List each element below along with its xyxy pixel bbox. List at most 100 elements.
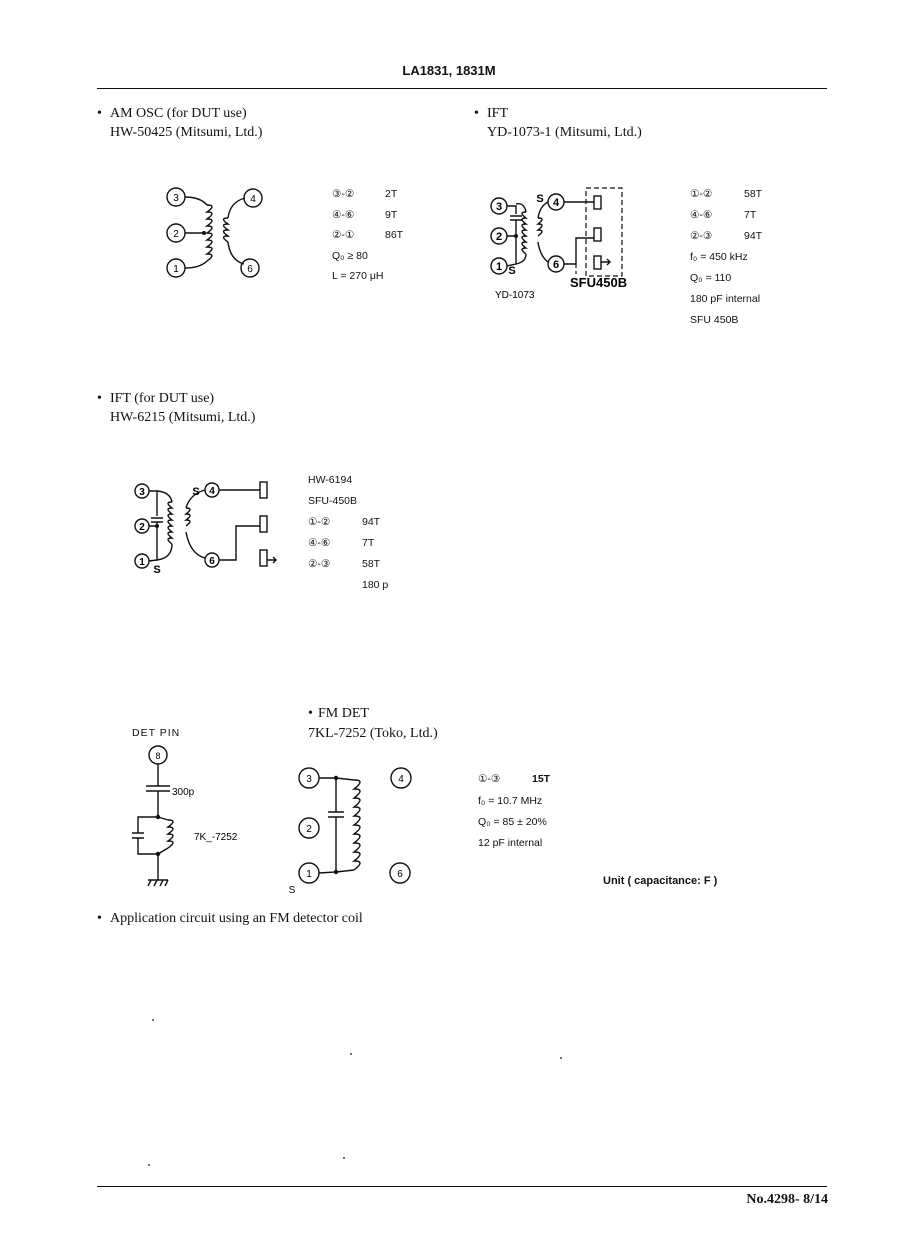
ift-coil-diagram: 3 2 1 4 6 S S SFU450B YD-1073 [490, 187, 627, 301]
det-pin-number: 8 [155, 751, 160, 761]
ift-cap: 180 pF internal [690, 293, 761, 305]
spec-val: 2T [385, 188, 398, 200]
ift-dut-line2: SFU-450B [308, 495, 358, 507]
fm-det-f0: f₀ = 10.7 MHz [478, 795, 543, 807]
ift-dut-pin-1: 1 [139, 557, 145, 568]
spec-val: 94T [744, 230, 763, 242]
spec-key: ①-② [690, 188, 713, 200]
ift-dut-pin-2: 2 [139, 522, 145, 533]
ift-s-label-top: S [536, 193, 543, 205]
application-text: Application circuit using an FM detector… [110, 911, 363, 926]
ift-dut-spec-1: ①-② 94T [308, 516, 380, 528]
fm-det-pin-3: 3 [306, 774, 312, 785]
footer-rule [97, 1186, 827, 1187]
ift-dut-s-label-top: S [192, 486, 199, 498]
ift-dut-model: HW-6215 (Mitsumi, Ltd.) [110, 410, 256, 425]
ift-dut-s-label-bottom: S [153, 564, 160, 576]
am-osc-pin-2: 2 [173, 229, 179, 240]
spec-key: ①-② [308, 516, 331, 528]
ift-q0: Q₀ = 110 [690, 272, 732, 284]
spec-val: 58T [362, 558, 381, 570]
ift-dut-cap: 180 p [362, 579, 389, 591]
ift-spec-3: ②-③ 94T [690, 230, 762, 242]
spec-val: 7T [362, 537, 375, 549]
ift-dut-pin-4: 4 [209, 486, 215, 497]
page-number: No.4298- 8/14 [746, 1192, 828, 1207]
am-osc-pin-3: 3 [173, 193, 179, 204]
spec-val: 94T [362, 516, 381, 528]
am-osc-pin-1: 1 [173, 264, 179, 275]
page-header-title: LA1831, 1831M [402, 63, 496, 78]
spec-key: ①-③ [478, 773, 501, 785]
am-osc-title: AM OSC (for DUT use) [110, 106, 247, 121]
ift-model: YD-1073-1 (Mitsumi, Ltd.) [487, 125, 642, 140]
scan-speck [152, 1019, 154, 1021]
am-osc-coil-diagram: 3 2 1 4 6 [166, 187, 263, 278]
ift-dut-spec-2: ④-⑥ 7T [308, 537, 374, 549]
fm-det-pin-1: 1 [306, 869, 312, 880]
fm-det-title: FM DET [318, 706, 369, 721]
am-osc-model: HW-50425 (Mitsumi, Ltd.) [110, 125, 263, 140]
spec-key: ②-① [332, 229, 355, 241]
ift-pin-1: 1 [496, 261, 502, 273]
header-rule [97, 88, 827, 89]
am-osc-bullet: • [97, 106, 102, 121]
fm-det-model: 7KL-7252 (Toko, Ltd.) [308, 726, 438, 741]
ift-f0: f₀ = 450 kHz [690, 251, 748, 263]
ift-filter: SFU 450B [690, 314, 739, 326]
scan-speck [343, 1157, 345, 1159]
ift-dut-spec-3: ②-③ 58T [308, 558, 380, 570]
spec-val: 86T [385, 229, 404, 241]
scan-speck [350, 1053, 352, 1055]
ift-dut-pin-6: 6 [209, 556, 215, 567]
ift-dut-coil-diagram: 3 2 1 4 6 S S [134, 481, 277, 576]
am-osc-spec-1: ③-② 2T [332, 188, 397, 200]
fm-det-s-label: S [289, 885, 296, 896]
spec-val: 9T [385, 209, 398, 221]
det-pin-label: DET PIN [132, 727, 181, 739]
fm-det-cap: 12 pF internal [478, 837, 543, 849]
scan-speck [560, 1057, 562, 1059]
am-osc-pin-4: 4 [250, 194, 256, 205]
am-osc-q: Q₀ ≥ 80 [332, 250, 368, 262]
fm-det-q0: Q₀ = 85 ± 20% [478, 816, 547, 828]
am-osc-pin-6: 6 [247, 264, 253, 275]
am-osc-pin-6-circle [240, 258, 260, 278]
spec-key: ③-② [332, 188, 355, 200]
scan-speck [148, 1164, 150, 1166]
fm-det-coil-diagram: 3 2 1 4 6 S [289, 767, 412, 896]
ift-spec-1: ①-② 58T [690, 188, 762, 200]
spec-key: ②-③ [308, 558, 331, 570]
spec-val: 7T [744, 209, 757, 221]
ift-dut-line1: HW-6194 [308, 474, 353, 486]
spec-key: ④-⑥ [332, 209, 355, 221]
spec-key: ②-③ [690, 230, 713, 242]
ift-filter-label: SFU450B [570, 275, 627, 290]
det-coil-label: 7K_-7252 [194, 832, 238, 843]
ift-bullet: • [474, 106, 479, 121]
ift-pin-6: 6 [553, 259, 559, 271]
fm-det-pin-2: 2 [306, 824, 312, 835]
spec-val: 58T [744, 188, 763, 200]
ift-dut-bullet: • [97, 391, 102, 406]
ift-dut-pin-3: 3 [139, 487, 145, 498]
fm-det-pin-4: 4 [398, 774, 404, 785]
det-circuit-diagram: 8 300p 7K_-7252 [132, 745, 238, 887]
ift-s-label-bottom: S [508, 265, 515, 277]
ift-pin-2: 2 [496, 231, 502, 243]
ift-title: IFT [487, 106, 508, 121]
ift-dut-title: IFT (for DUT use) [110, 391, 215, 406]
unit-note: Unit ( capacitance: F ) [603, 875, 718, 887]
am-osc-spec-2: ④-⑥ 9T [332, 209, 397, 221]
fm-det-spec-1: ①-③ 15T [478, 773, 550, 785]
ift-coil-label: YD-1073 [495, 290, 535, 301]
am-osc-l: L = 270 μH [332, 270, 384, 282]
spec-val: 15T [532, 773, 551, 785]
spec-key: ④-⑥ [308, 537, 331, 549]
ift-pin-4: 4 [553, 197, 560, 209]
ift-pin-3: 3 [496, 201, 502, 213]
fm-det-pin-6: 6 [397, 869, 403, 880]
am-osc-spec-3: ②-① 86T [332, 229, 403, 241]
det-cap-label: 300p [172, 787, 195, 798]
